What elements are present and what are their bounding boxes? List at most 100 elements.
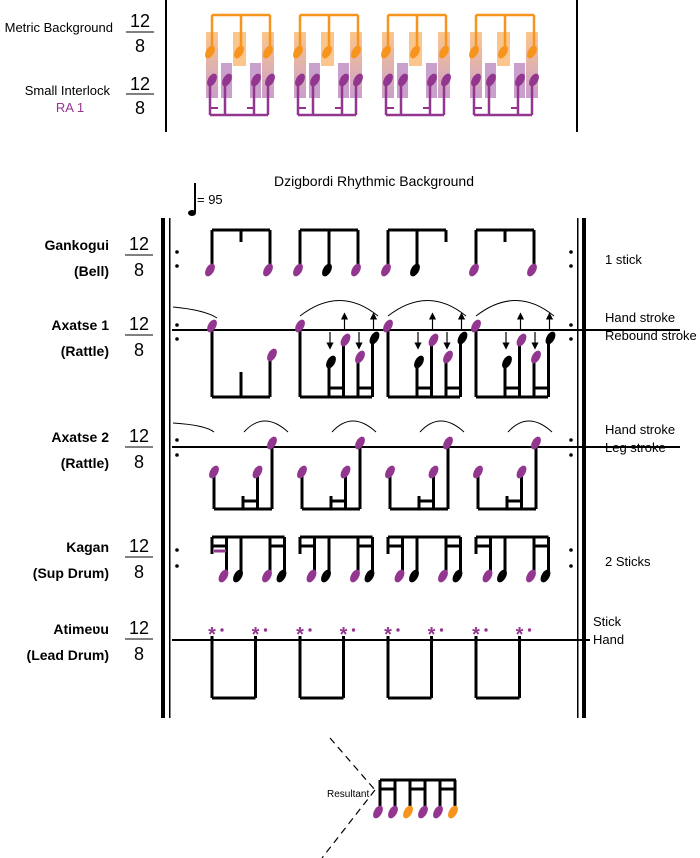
time-sig-bottom: 8 bbox=[134, 260, 144, 280]
tempo-marking: = 95 bbox=[188, 183, 223, 216]
axatse1-note bbox=[545, 331, 556, 345]
kagan-note bbox=[364, 569, 375, 583]
time-sig-top: 12 bbox=[129, 234, 149, 254]
header-notation bbox=[205, 13, 539, 117]
dot-icon bbox=[351, 628, 356, 632]
resultant-dash-bottom bbox=[321, 789, 376, 858]
kagan-note bbox=[482, 569, 493, 583]
axatse2-note bbox=[473, 465, 483, 479]
interlock-note bbox=[486, 73, 496, 87]
instrument-notation: ******** bbox=[172, 228, 680, 700]
axatse1-note bbox=[516, 333, 527, 347]
metric-ts-top: 12 bbox=[130, 11, 150, 31]
gankogui-note bbox=[410, 263, 420, 277]
instrument-name: Axatse 2 bbox=[51, 429, 109, 445]
kagan-note bbox=[218, 569, 229, 583]
repeat-dot bbox=[175, 548, 179, 552]
repeat-dot bbox=[175, 337, 179, 341]
axatse1-note bbox=[383, 319, 393, 333]
tempo-note-head bbox=[188, 210, 196, 216]
instrument-name: Gankogui bbox=[44, 237, 109, 253]
interlock-note bbox=[515, 73, 525, 87]
axatse2-note bbox=[340, 465, 351, 479]
resultant-label: Resultant bbox=[327, 789, 369, 800]
kagan-note bbox=[394, 569, 405, 583]
instrument-technique-note: 2 Sticks bbox=[605, 554, 651, 569]
interlock-note bbox=[207, 73, 217, 87]
repeat-dot bbox=[175, 438, 179, 442]
dot-icon bbox=[263, 628, 268, 632]
axatse2-note bbox=[531, 436, 541, 450]
time-sig-bottom: 8 bbox=[134, 452, 144, 472]
interlock-ts-bottom: 8 bbox=[135, 98, 145, 118]
time-sig-bottom: 8 bbox=[134, 562, 144, 582]
repeat-dot bbox=[175, 264, 179, 268]
metric-note bbox=[498, 45, 508, 59]
slur bbox=[299, 300, 379, 317]
metric-note bbox=[439, 45, 449, 59]
slur bbox=[507, 420, 553, 433]
interlock-note bbox=[265, 73, 275, 87]
interlock-note bbox=[222, 73, 232, 87]
dot-icon bbox=[439, 628, 444, 632]
dot-icon bbox=[396, 628, 400, 632]
gankogui-note bbox=[205, 263, 215, 277]
interlock-note bbox=[441, 73, 451, 87]
gankogui-note bbox=[322, 263, 332, 277]
kagan-note bbox=[409, 569, 419, 583]
gankogui-note bbox=[469, 263, 479, 277]
metric-note bbox=[351, 45, 361, 59]
axatse2-note bbox=[385, 465, 395, 479]
gankogui-note bbox=[351, 263, 361, 277]
instrument-subname: (Bell) bbox=[74, 263, 109, 279]
asterisk-note-icon: * bbox=[472, 624, 480, 646]
metric-note bbox=[527, 45, 537, 59]
slur bbox=[172, 306, 218, 319]
axatse1-note bbox=[340, 333, 351, 347]
instrument-name: Kagan bbox=[66, 539, 109, 555]
metric-note bbox=[381, 45, 391, 59]
gankogui-note bbox=[527, 263, 537, 277]
dot-icon bbox=[220, 628, 224, 632]
kagan-note bbox=[452, 569, 463, 583]
axatse2-note bbox=[428, 465, 439, 479]
resultant-dash-top bbox=[329, 737, 376, 791]
instrument-technique-note: Hand bbox=[593, 632, 624, 647]
axatse1-note bbox=[502, 355, 512, 369]
slur bbox=[243, 420, 289, 433]
axatse2-note bbox=[297, 465, 307, 479]
metric-ts-bottom: 8 bbox=[135, 36, 145, 56]
interlock-note bbox=[295, 73, 305, 87]
slur bbox=[172, 422, 215, 433]
resultant-note bbox=[448, 805, 458, 819]
interlock-note bbox=[251, 73, 261, 87]
asterisk-note-icon: * bbox=[384, 624, 392, 646]
axatse1-note bbox=[457, 331, 468, 345]
axatse1-note bbox=[414, 355, 424, 369]
metric-note bbox=[293, 45, 303, 59]
time-sig-top: 12 bbox=[129, 618, 149, 638]
metric-note bbox=[234, 45, 244, 59]
tempo-value: = 95 bbox=[197, 192, 223, 207]
axatse1-note bbox=[207, 319, 217, 333]
interlock-note bbox=[471, 73, 481, 87]
axatse2-note bbox=[355, 436, 365, 450]
dot-icon bbox=[527, 628, 532, 632]
instrument-subname: (Rattle) bbox=[61, 455, 109, 471]
slur bbox=[475, 300, 555, 317]
repeat-dot bbox=[569, 564, 573, 568]
repeat-dot bbox=[569, 438, 573, 442]
gankogui-note bbox=[293, 263, 303, 277]
metric-note bbox=[205, 45, 215, 59]
instrument-technique-note: Rebound stroke bbox=[605, 328, 697, 343]
asterisk-note-icon: * bbox=[340, 624, 348, 646]
repeat-dot bbox=[569, 453, 573, 457]
kagan-note bbox=[497, 569, 507, 583]
kagan-note bbox=[306, 569, 317, 583]
instrument-name: Axatse 1 bbox=[51, 317, 109, 333]
kagan-note bbox=[262, 569, 272, 583]
instrument-subname: (Sup Drum) bbox=[33, 565, 109, 581]
asterisk-note-icon: * bbox=[428, 624, 436, 646]
resultant-note bbox=[403, 805, 413, 819]
